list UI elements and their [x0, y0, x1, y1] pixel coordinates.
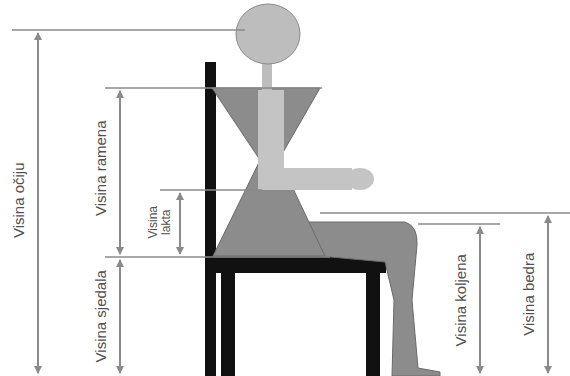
dimension-label: Visina koljena	[453, 254, 470, 346]
dimension-label: Visina sjedala	[93, 270, 110, 362]
reference-lines	[12, 30, 570, 257]
chair	[205, 62, 386, 376]
dimension-label: Visina lakta	[147, 199, 173, 245]
dimension-label: Visina očiju	[11, 162, 28, 238]
dimension-arrows	[38, 33, 548, 373]
dimension-label: Visina bedra	[522, 252, 539, 335]
dimension-label: Visina ramena	[93, 120, 110, 216]
